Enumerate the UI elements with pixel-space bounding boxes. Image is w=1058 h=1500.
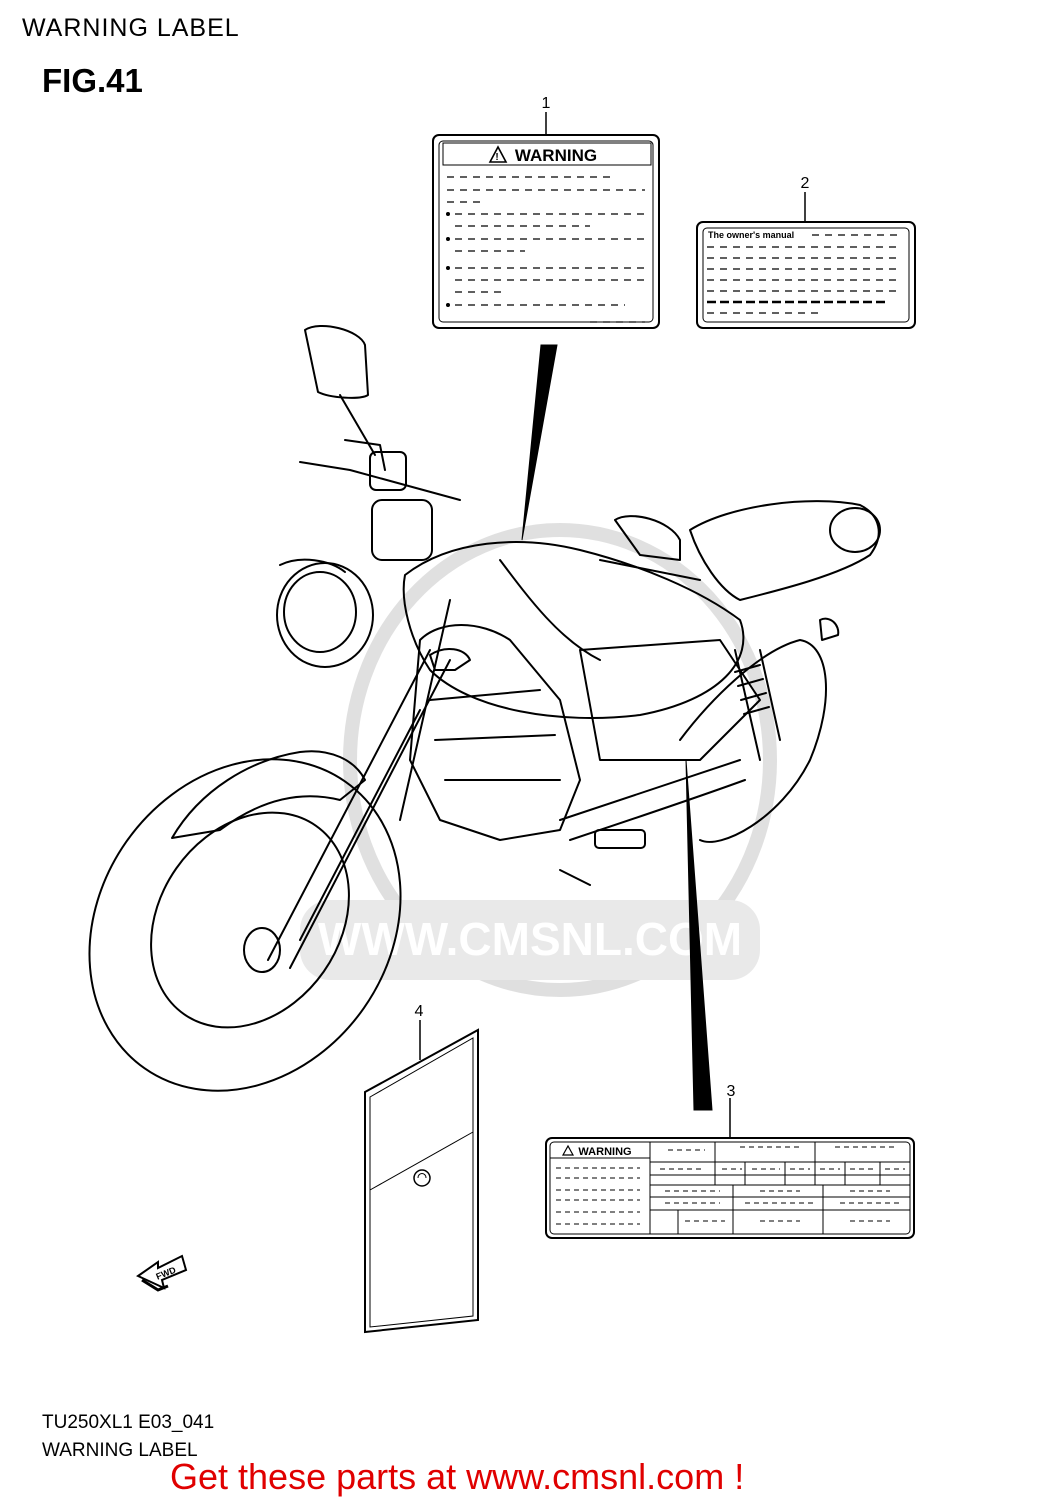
warning-triangle-icon [488, 145, 508, 163]
pointer-to-frame [685, 759, 713, 1111]
owners-manual-label-2: The owner's manual [696, 221, 916, 329]
page-header-title: WARNING LABEL [22, 14, 240, 42]
figure-number: FIG.41 [42, 62, 143, 99]
motorcycle-illustration [88, 325, 881, 1092]
callout-2: 2 [801, 175, 810, 192]
warning-triangle-icon [561, 1144, 575, 1156]
callout-4: 4 [415, 1003, 424, 1020]
watermark: WWW.CMSNL.COM [300, 523, 777, 997]
label-3-heading: WARNING [578, 1146, 631, 1158]
leader-lines [419, 112, 806, 1138]
watermark-text: WWW.CMSNL.COM [318, 913, 742, 965]
fwd-arrow-icon: FWD [136, 1254, 188, 1292]
pointer-to-tank [521, 344, 558, 541]
clear-film-part-4 [364, 1028, 479, 1334]
diagram-code: TU250XL1 E03_041 [42, 1412, 215, 1433]
diagram-subtitle: WARNING LABEL [42, 1440, 198, 1461]
callout-1: 1 [542, 95, 551, 112]
svg-text:!: ! [495, 152, 498, 163]
label-1-heading: WARNING [515, 146, 597, 165]
warning-label-1: ! WARNING [432, 134, 660, 329]
promo-link-text[interactable]: Get these parts at www.cmsnl.com ! [170, 1456, 745, 1497]
warning-label-3: WARNING [545, 1137, 915, 1239]
label-2-heading: The owner's manual [708, 230, 794, 240]
callout-3: 3 [727, 1083, 736, 1100]
